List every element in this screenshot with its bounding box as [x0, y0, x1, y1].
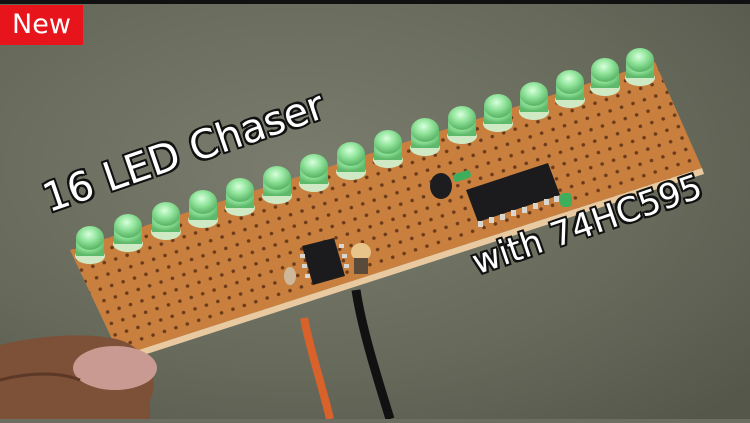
capacitor [351, 243, 371, 261]
led [75, 226, 105, 264]
led [151, 202, 181, 240]
led [336, 142, 366, 180]
transistor [430, 173, 452, 199]
perfboard [70, 62, 704, 362]
led [373, 130, 403, 168]
new-badge: New [0, 5, 83, 45]
ic-555 [300, 238, 349, 285]
capacitor-body [354, 258, 368, 274]
ceramic-capacitor [284, 267, 296, 285]
black-wire [351, 289, 395, 421]
led [262, 166, 292, 204]
resistor [560, 193, 572, 207]
led [519, 82, 549, 120]
led [483, 94, 513, 132]
ic-74hc595 [466, 163, 560, 227]
led [410, 118, 440, 156]
led [590, 58, 620, 96]
led [188, 190, 218, 228]
led [225, 178, 255, 216]
hand [0, 335, 157, 419]
led [299, 154, 329, 192]
top-bar [0, 0, 750, 4]
red-wire [300, 317, 334, 420]
resistor [452, 170, 472, 182]
led [113, 214, 143, 252]
led [625, 48, 655, 86]
led [555, 70, 585, 108]
led-row [75, 48, 655, 264]
led [447, 106, 477, 144]
